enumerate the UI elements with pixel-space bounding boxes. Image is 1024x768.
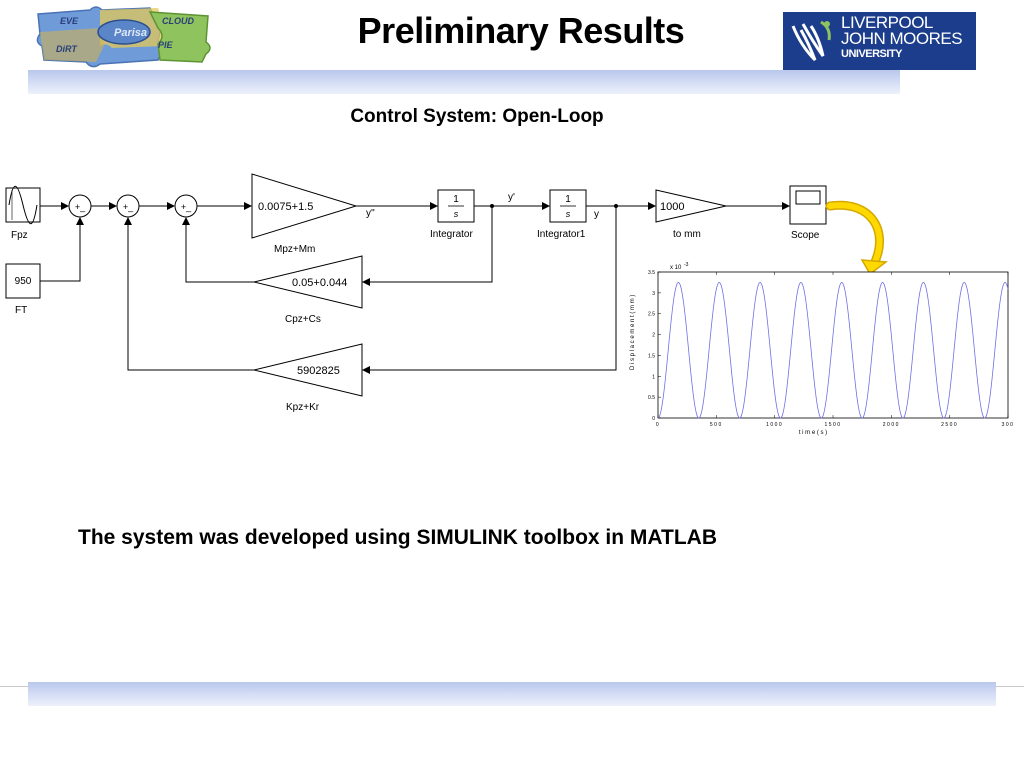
ft-value: 950 [15,276,32,287]
x-tick-label: 1000 [766,422,783,428]
tomm-gain-label: to mm [673,229,701,240]
puzzle-logo: EVE CLOUD Parisa DiRT PIE [36,6,211,68]
sine-source-block: Fpz [5,185,41,241]
university-name-line1: LIVERPOOL [841,13,933,32]
sum-block-3: +_ [174,194,198,218]
damping-gain-label: Cpz+Cs [285,314,321,325]
integrator1-denominator: s [566,209,571,219]
y-tick-label: 2.5 [648,312,655,318]
header-band [28,70,900,94]
university-logo: LIVERPOOL JOHN MOORES UNIVERSITY [783,12,976,70]
x-axis-label: t i m e ( s ) [799,430,827,436]
puzzle-word-parisa: Parisa [114,27,147,39]
y-tick-label: 1.5 [648,353,655,359]
y-tick-label: 0.5 [648,395,655,401]
tomm-gain-block: 1000 to mm [655,189,727,240]
footer-band [28,682,996,706]
sum3-signs: +_ [181,202,192,212]
signal-y: y [594,209,599,220]
y-axis-ticks: 0 0.5 1 1.5 2 2.5 3 3.5 [648,270,661,422]
integrator-block: 1 s Integrator [430,189,475,240]
series-line [657,281,1009,419]
ft-constant-block: 950 FT [5,263,41,316]
signal-y-dot: y' [508,192,515,203]
y-axis-label: D i s p l a c e m e n t ( m m ) [630,295,636,370]
mass-gain-label: Mpz+Mm [274,244,315,255]
puzzle-word-dirt: DiRT [56,44,78,54]
x-axis-ticks: 0 500 1000 1500 2000 2500 300 [656,272,1014,428]
integrator-label: Integrator [430,229,473,240]
diagram-heading: Control System: Open-Loop [350,106,604,127]
x-tick-label: 2500 [941,422,958,428]
sum1-signs: +_ [75,202,86,212]
stiffness-gain-label: Kpz+Kr [286,402,320,413]
integrator-denominator: s [454,209,459,219]
sum-block-2: +_ [116,194,140,218]
mass-gain-block: 0.0075+1.5 Mpz+Mm [251,173,358,255]
university-name-line2: JOHN MOORES [841,29,963,48]
y-tick-label: 3.5 [648,270,655,276]
y-tick-label: 3 [652,291,655,297]
simulink-diagram: Fpz 950 FT +_ +_ +_ 0.0075+1.5 Mpz+Mm 1 … [5,173,889,413]
slide-caption: The system was developed using SIMULINK … [78,526,718,549]
university-name-line3: UNIVERSITY [841,48,903,60]
puzzle-word-cloud: CLOUD [162,16,194,26]
y-tick-label: 1 [652,374,655,380]
integrator1-block: 1 s Integrator1 [537,189,587,240]
x-tick-label: 1500 [824,422,841,428]
ft-label: FT [15,305,27,316]
x-tick-label: 2000 [883,422,900,428]
x-tick-label: 500 [710,422,723,428]
sum2-signs: +_ [123,202,134,212]
scope-label: Scope [791,230,820,241]
integrator-numerator: 1 [453,194,459,205]
y-tick-label: 2 [652,333,655,339]
signal-wires [40,202,790,374]
sum-block-1: +_ [68,194,92,218]
y-scale-label: x 10 [670,265,682,271]
plot-area [657,271,1009,419]
scope-output-chart: 0 0.5 1 1.5 2 2.5 3 3.5 0 500 1000 1500 2000 2500 300… [630,262,1014,436]
x-tick-label: 0 [656,422,660,428]
y-scale-exponent: -3 [684,262,689,268]
yellow-callout-arrow [825,200,889,276]
y-tick-label: 0 [652,416,655,422]
stiffness-gain-value: 5902825 [297,365,340,377]
mass-gain-value: 0.0075+1.5 [258,201,313,213]
damping-gain-value: 0.05+0.044 [292,277,347,289]
damping-gain-block: 0.05+0.044 Cpz+Cs [253,255,363,325]
integrator1-numerator: 1 [565,194,571,205]
slide-title: Preliminary Results [357,10,685,51]
signal-y-ddot: y'' [366,208,375,219]
tomm-gain-value: 1000 [660,201,684,213]
fpz-label: Fpz [11,230,28,241]
puzzle-word-pie: PIE [158,40,174,50]
scope-block: Scope [789,185,827,241]
puzzle-word-eve: EVE [60,16,79,26]
stiffness-gain-block: 5902825 Kpz+Kr [253,343,363,413]
x-tick-label: 300 [1002,422,1014,428]
liver-bird-icon [791,20,831,62]
integrator1-label: Integrator1 [537,229,586,240]
